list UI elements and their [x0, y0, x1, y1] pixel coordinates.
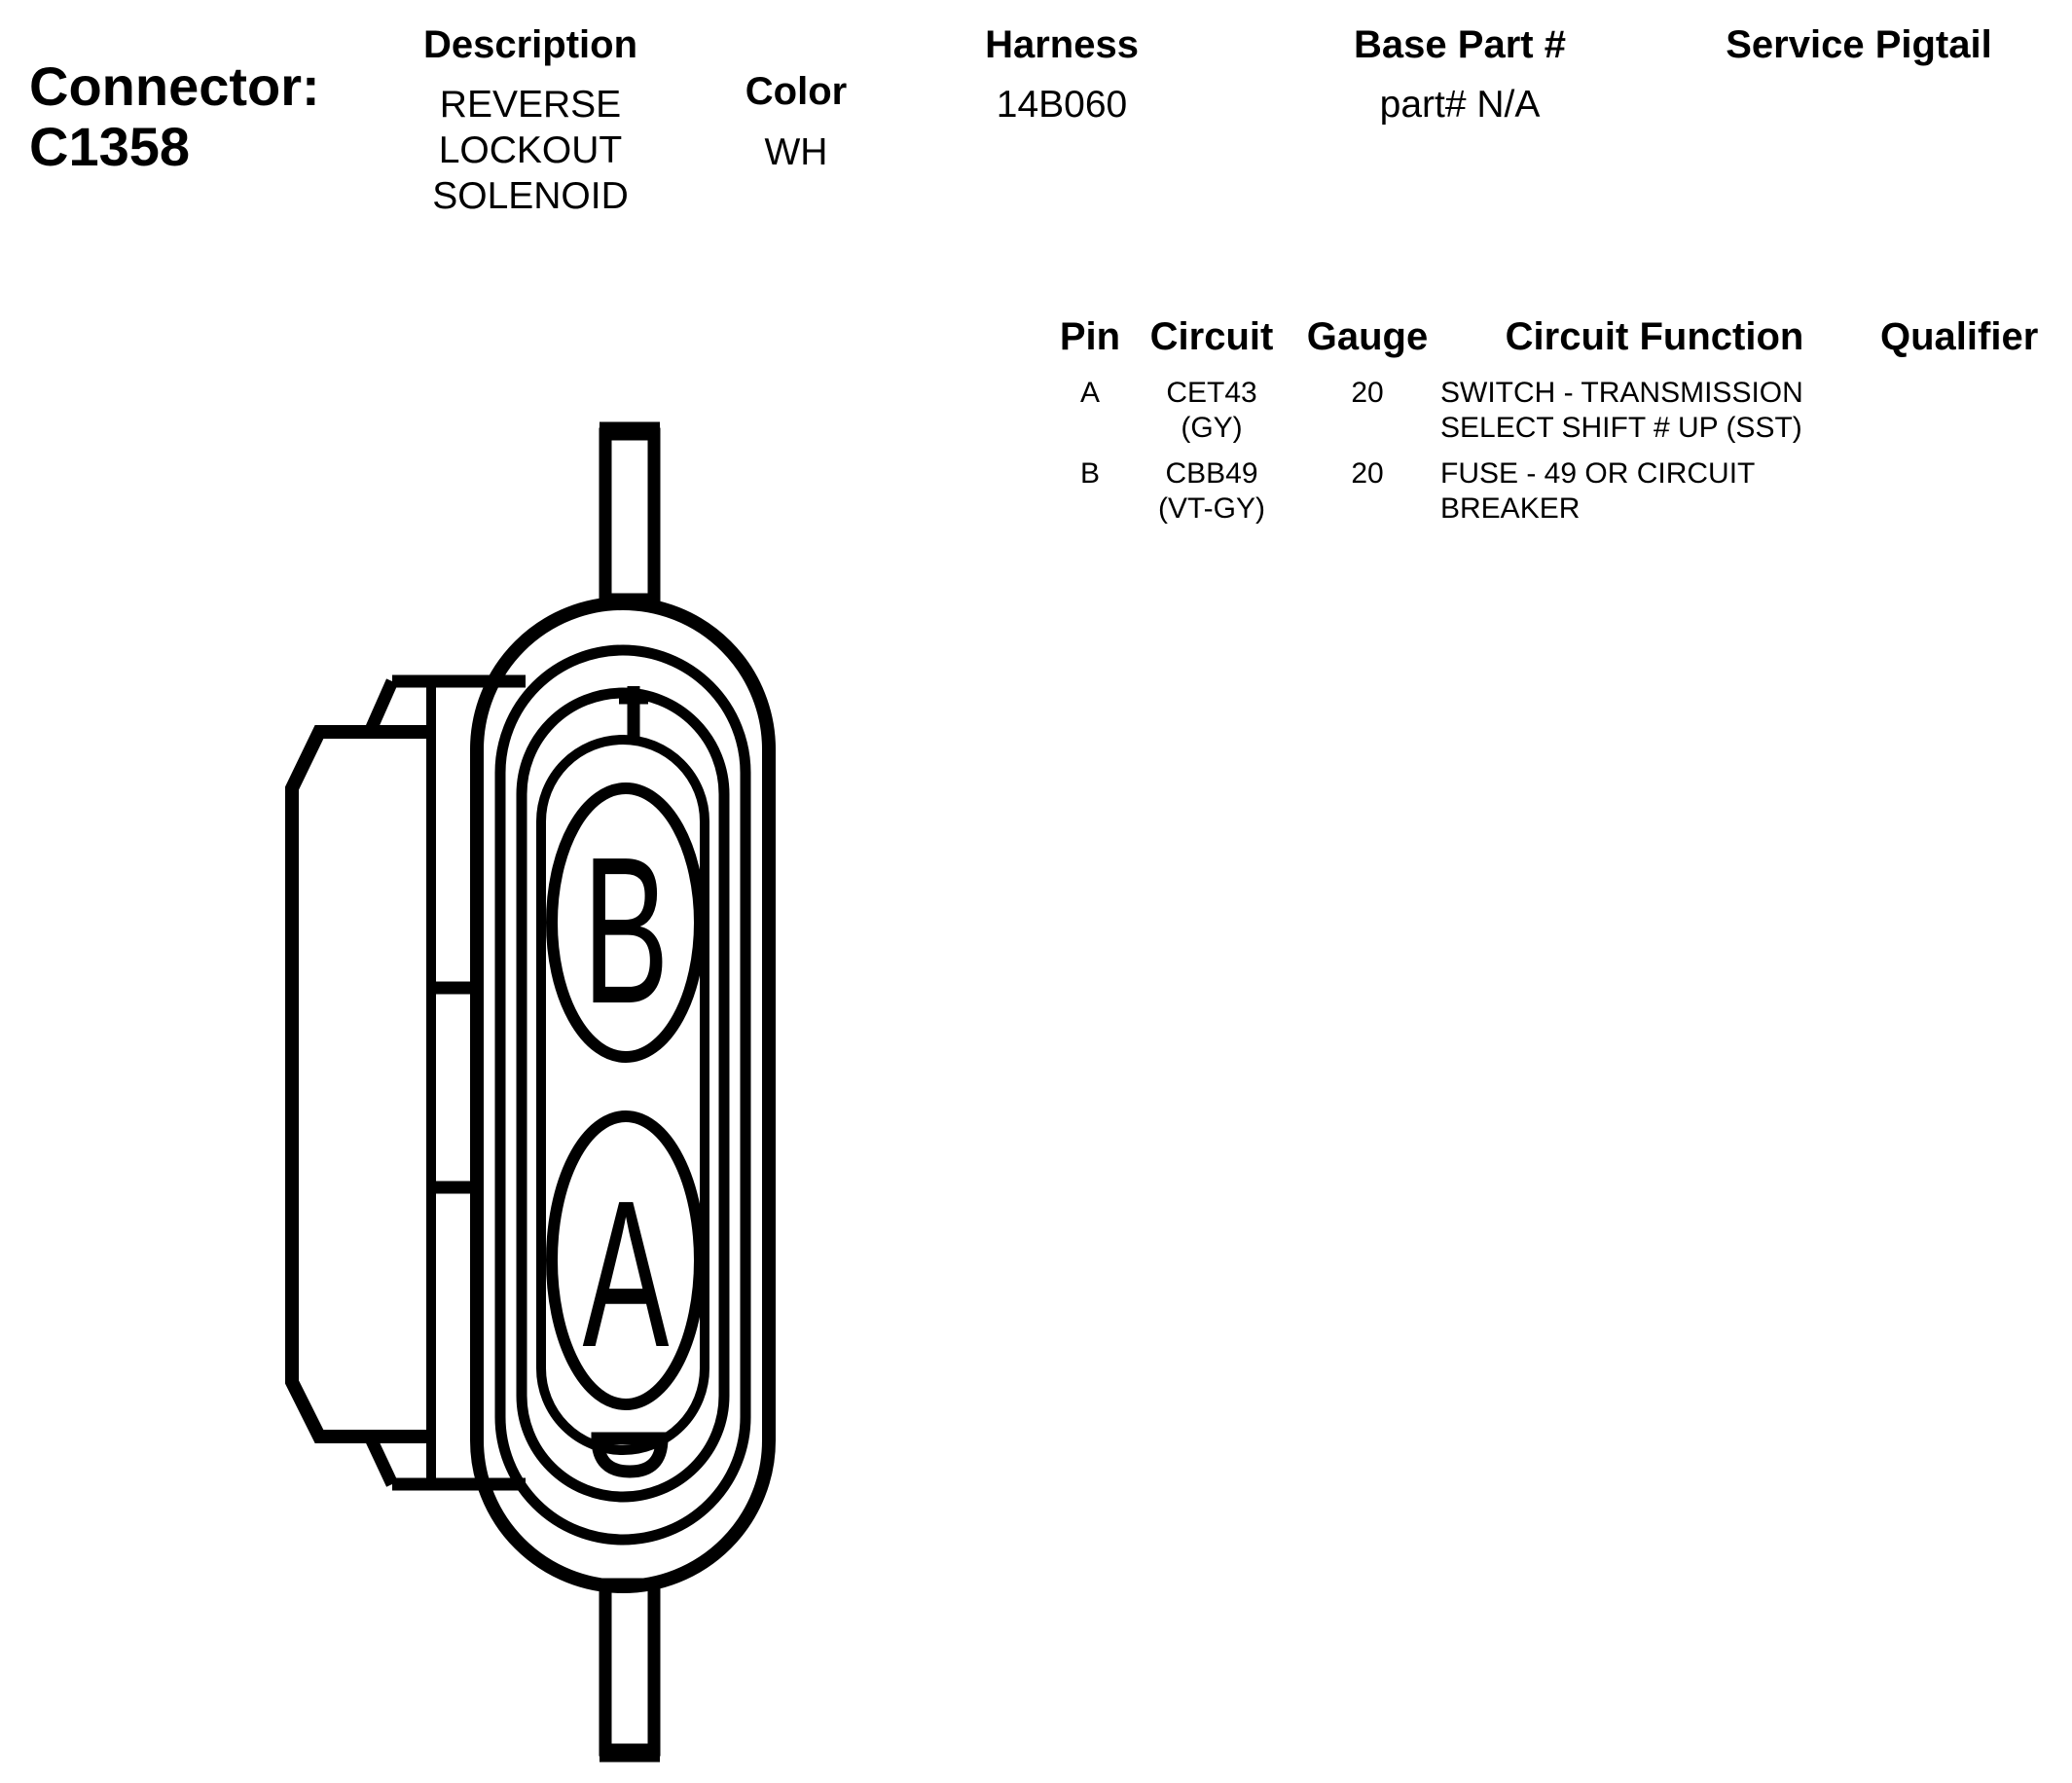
row-gauge: 20 [1351, 377, 1384, 409]
row-circuit: CET43 (GY) [1134, 376, 1290, 446]
bottom-key [591, 1432, 669, 1478]
row-circuit-color: (GY) [1181, 412, 1243, 444]
row-circuit-code: CBB49 [1165, 457, 1258, 490]
row-function: SWITCH - TRANSMISSION SELECT SHIFT # UP … [1440, 376, 1803, 446]
cavity-a [546, 1110, 706, 1410]
cavity-wall [536, 735, 709, 1455]
wire-seal-block [285, 725, 431, 1443]
row-pin: B [1079, 457, 1100, 490]
row-circuit-code: CET43 [1166, 377, 1257, 409]
housing-outer [470, 597, 776, 1593]
description-header: Description [422, 23, 638, 66]
col-pin-header: Pin [1059, 315, 1121, 358]
col-qualifier-header: Qualifier [1880, 315, 2039, 358]
bottom-latch-tab [599, 1578, 661, 1757]
description-line: LOCKOUT [438, 129, 623, 171]
row-function: FUSE - 49 OR CIRCUIT BREAKER [1440, 456, 1755, 527]
base-part-value: part# N/A [1379, 84, 1541, 126]
housing-middle [494, 644, 751, 1546]
row-gauge: 20 [1351, 457, 1384, 490]
row-function-line: SWITCH - TRANSMISSION [1440, 377, 1803, 409]
col-circuit-header: Circuit [1149, 315, 1274, 358]
connector-label: Connector: [29, 55, 320, 117]
cavity-b [546, 782, 706, 1063]
pin-label-b: B [583, 813, 670, 1046]
color-value: WH [764, 131, 828, 173]
row-circuit: CBB49 (VT-GY) [1134, 456, 1290, 527]
description-line: REVERSE [439, 84, 622, 126]
col-function-header: Circuit Function [1505, 315, 1804, 358]
service-pigtail-header: Service Pigtail [1726, 23, 1992, 66]
description-line: SOLENOID [432, 175, 629, 217]
row-function-line: FUSE - 49 OR CIRCUIT [1440, 457, 1756, 490]
row-pin: A [1079, 377, 1100, 409]
pin-label-a: A [583, 1156, 670, 1390]
connector-id: C1358 [29, 116, 191, 177]
harness-header: Harness [985, 23, 1139, 66]
harness-value: 14B060 [996, 84, 1128, 126]
rear-lock-top-bevel [364, 678, 398, 735]
row-function-line: SELECT SHIFT # UP (SST) [1440, 412, 1802, 444]
col-gauge-header: Gauge [1306, 315, 1429, 358]
row-function-line: BREAKER [1440, 492, 1581, 525]
description-value: REVERSE LOCKOUT SOLENOID [384, 82, 676, 219]
color-header: Color [745, 70, 848, 113]
connector-title: Connector: C1358 [29, 56, 320, 177]
base-part-header: Base Part # [1354, 23, 1566, 66]
top-latch-tab [599, 427, 661, 606]
rear-lock-bottom-bevel [364, 1434, 398, 1487]
row-circuit-color: (VT-GY) [1158, 492, 1265, 525]
